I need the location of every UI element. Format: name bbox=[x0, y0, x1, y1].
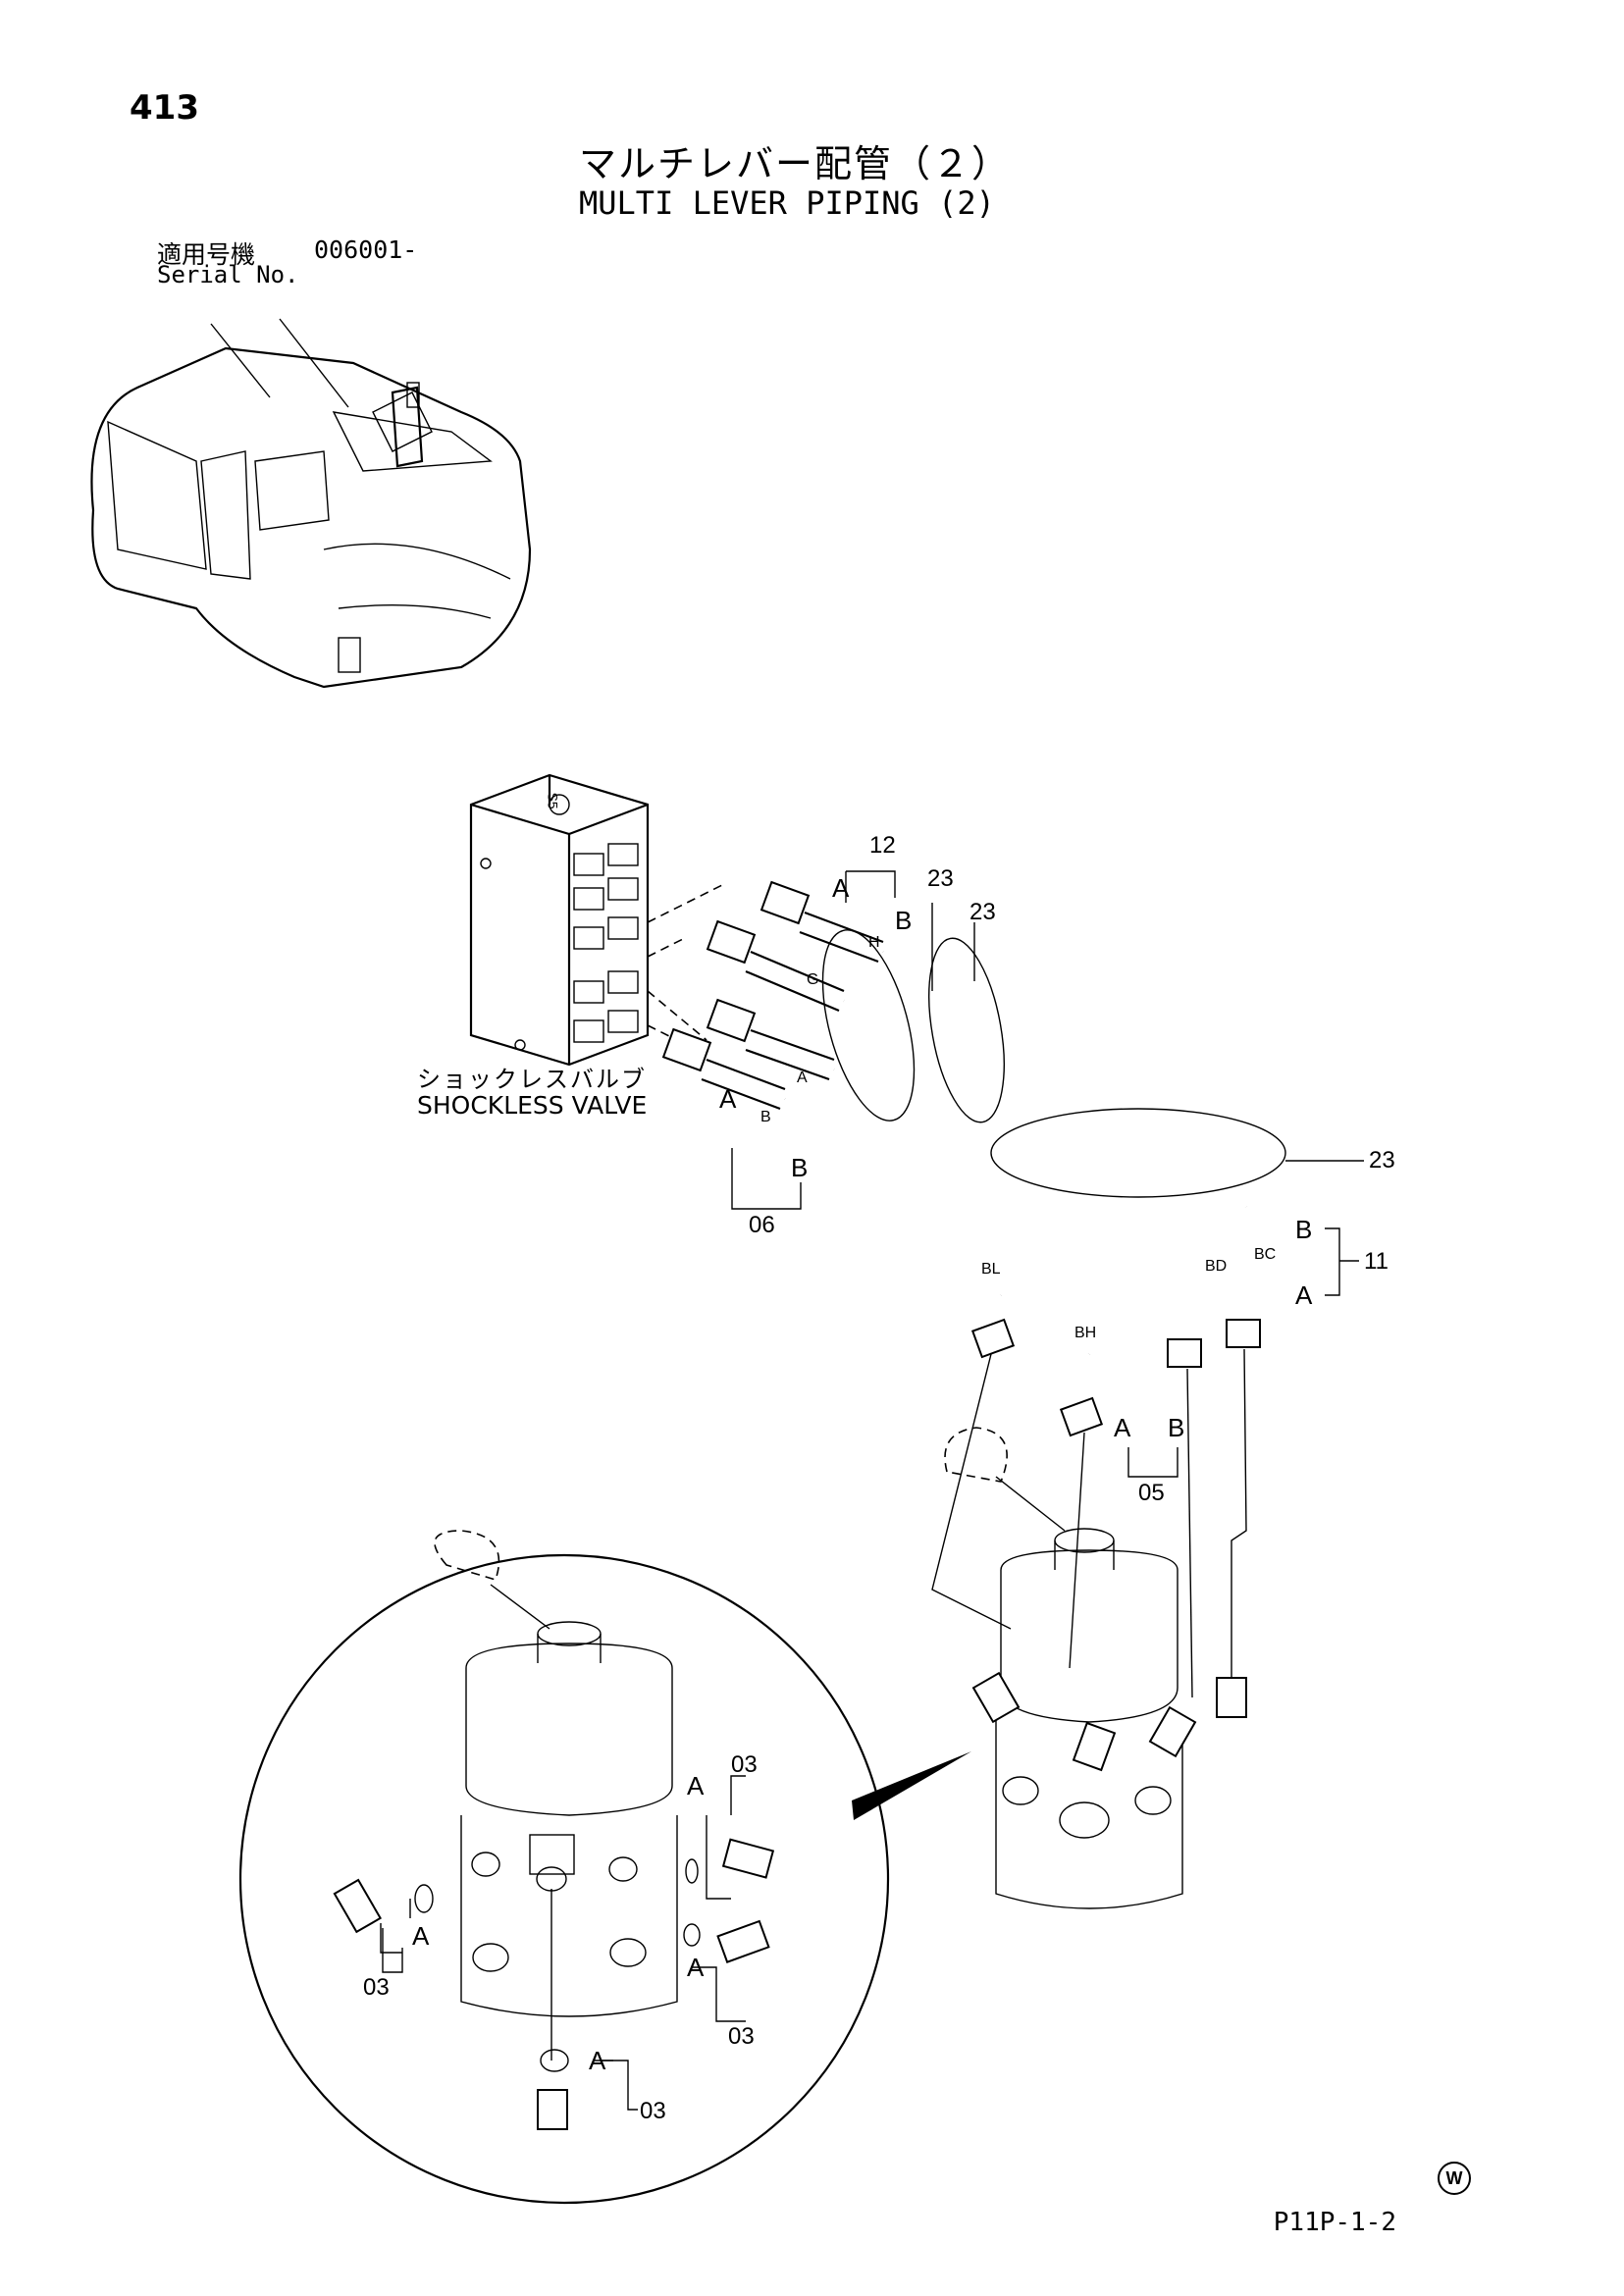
page-number: 413 bbox=[130, 88, 199, 128]
port-A-detail-left: A bbox=[412, 1921, 430, 1951]
callout-06: 06 bbox=[749, 1212, 775, 1238]
callout-23-b: 23 bbox=[969, 899, 996, 925]
excavator-cab-illustration bbox=[90, 318, 532, 689]
hose-fittings bbox=[661, 880, 884, 1111]
hose-mark-BD: BD bbox=[1205, 1258, 1228, 1275]
port-B-11: B bbox=[1295, 1215, 1313, 1244]
port-B-12: B bbox=[895, 906, 913, 935]
shockless-valve-label-jp: ショックレスバルブ bbox=[417, 1066, 647, 1093]
detail-circle bbox=[238, 1530, 971, 2205]
valve-mark-S5: S5 bbox=[545, 792, 561, 809]
hose-mark-BC: BC bbox=[1254, 1246, 1277, 1263]
hose-bundle bbox=[783, 929, 1286, 1356]
callout-03-bottom: 03 bbox=[640, 2098, 666, 2124]
port-A-detail-right: A bbox=[687, 1953, 705, 1982]
callout-03-top: 03 bbox=[731, 1751, 758, 1778]
valve-ports bbox=[573, 843, 639, 1043]
port-A-05: A bbox=[1114, 1413, 1131, 1442]
callout-03-right: 03 bbox=[728, 2023, 755, 2050]
serial-number-value: 006001- bbox=[314, 235, 418, 264]
port-B-06: B bbox=[791, 1153, 809, 1182]
port-A-11: A bbox=[1295, 1280, 1313, 1310]
callout-23-a: 23 bbox=[927, 865, 954, 892]
title-japanese: マルチレバー配管（２） bbox=[579, 142, 1012, 185]
shockless-valve-label-en: SHOCKLESS VALVE bbox=[417, 1091, 648, 1120]
callout-12: 12 bbox=[869, 832, 896, 859]
figure-code: P11P-1-2 bbox=[1273, 2208, 1396, 2237]
callout-05: 05 bbox=[1138, 1480, 1165, 1506]
serial-label-english: Serial No. bbox=[157, 261, 299, 288]
callout-23-c: 23 bbox=[1369, 1147, 1395, 1174]
port-A-detail-top: A bbox=[687, 1771, 705, 1800]
shockless-valve-block bbox=[469, 773, 727, 1067]
callout-11: 11 bbox=[1364, 1248, 1388, 1275]
multi-lever-valve bbox=[944, 1427, 1247, 1909]
port-B-05: B bbox=[1168, 1413, 1185, 1442]
hose-mark-H: H bbox=[868, 934, 880, 951]
hose-mark-G: G bbox=[807, 971, 819, 988]
hose-mark-BH: BH bbox=[1074, 1325, 1097, 1341]
title-english: MULTI LEVER PIPING (2) bbox=[579, 184, 995, 222]
hose-mark-B: B bbox=[760, 1109, 771, 1125]
region-mark: W bbox=[1438, 2162, 1471, 2195]
port-A-detail-bottom: A bbox=[589, 2046, 606, 2075]
lower-fittings bbox=[931, 1318, 1261, 1698]
hose-mark-BL: BL bbox=[981, 1261, 1001, 1278]
port-A-06: A bbox=[719, 1084, 737, 1114]
callout-03-left: 03 bbox=[363, 1974, 390, 2001]
hose-mark-A: A bbox=[797, 1070, 808, 1086]
port-A-12: A bbox=[832, 873, 850, 903]
callout-leaders bbox=[382, 870, 1364, 2111]
serial-label-japanese: 適用号機 bbox=[157, 240, 256, 269]
